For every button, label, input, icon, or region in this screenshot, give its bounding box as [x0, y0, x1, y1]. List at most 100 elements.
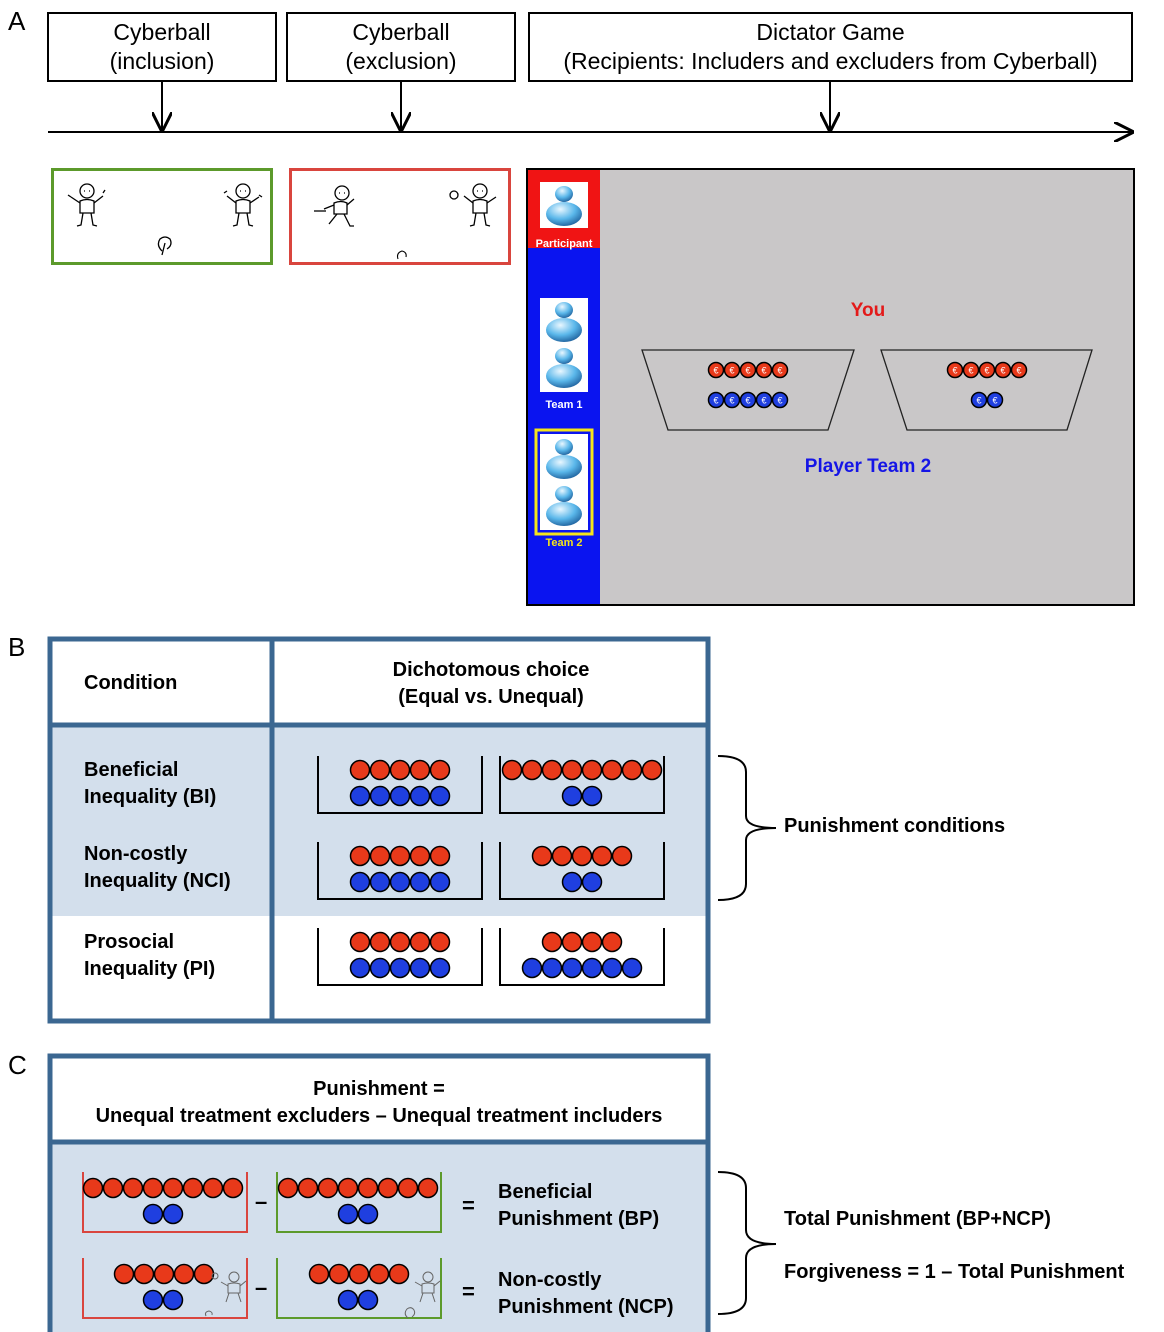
team1-label: Team 1 [545, 399, 583, 411]
excluder-coin-red [182, 1177, 204, 1199]
excluders-bowl [82, 1172, 248, 1233]
includer-coin-red [348, 1263, 370, 1285]
equal-coin-red [389, 931, 411, 953]
unequal-coin-red [601, 931, 623, 953]
equal-coin-red [369, 759, 391, 781]
team1-avatar-top [546, 302, 582, 342]
unequal-coin-blue [561, 785, 583, 807]
game-coin-red-player-symbol: € [952, 366, 957, 376]
timeline-box-inclusion-title: Cyberball [113, 19, 211, 45]
unequal-coin-red [591, 845, 613, 867]
includer-coin-red [417, 1177, 439, 1199]
includer-coin-red [388, 1263, 410, 1285]
unequal-option-bowl [499, 842, 665, 900]
game-coin-blue-player [986, 391, 1004, 409]
excluder-figure-small [204, 1271, 247, 1317]
unequal-coin-blue [601, 957, 623, 979]
game-coin-blue-you [739, 391, 757, 409]
timeline-box-exclusion: Cyberball (exclusion) [286, 12, 516, 82]
player-figure-left [67, 183, 106, 227]
equal-coin-blue [349, 871, 371, 893]
cyberball-exclusion-figures [314, 183, 497, 260]
game-coin-red-you [739, 361, 757, 379]
table-b-bowls [317, 756, 665, 986]
excluder-coin-red [193, 1263, 215, 1285]
condition-nci-line1: Non-costly [84, 843, 188, 865]
unequal-coin-red [541, 759, 563, 781]
game-coin-blue-you [723, 391, 741, 409]
unequal-coin-red [541, 931, 563, 953]
bp-line2: Punishment (BP) [498, 1208, 660, 1230]
equal-coin-blue [349, 785, 371, 807]
excluder-coin-blue [162, 1203, 184, 1225]
includer-coin-red [317, 1177, 339, 1199]
unequal-coin-red [561, 931, 583, 953]
unequal-coin-red [521, 759, 543, 781]
equal-coin-blue [409, 871, 431, 893]
equal-coin-blue [389, 957, 411, 979]
equal-coin-blue [409, 957, 431, 979]
player-figure-catching [449, 183, 497, 227]
unequal-coin-red [581, 931, 603, 953]
excluder-coin-red [173, 1263, 195, 1285]
formula-line1: Punishment = [313, 1078, 445, 1100]
excluder-coin-blue [142, 1289, 164, 1311]
punishment-table-graphics [47, 1053, 777, 1332]
bowl-you [641, 349, 855, 431]
equal-coin-red [349, 759, 371, 781]
equal-coin-red [349, 931, 371, 953]
equal-coin-red [429, 931, 451, 953]
equal-coin-blue [389, 785, 411, 807]
cyberball-inclusion-figures [67, 183, 263, 256]
excluder-coin-red [122, 1177, 144, 1199]
equal-coin-red [389, 759, 411, 781]
equal-coin-red [409, 759, 431, 781]
excluder-coin-red [142, 1177, 164, 1199]
cyberball-exclusion-screen [289, 168, 511, 265]
includer-coin-red [337, 1177, 359, 1199]
condition-bi-line1: Beneficial [84, 759, 179, 781]
unequal-coin-blue [561, 957, 583, 979]
unequal-coin-red [601, 759, 623, 781]
unequal-coin-red [501, 759, 523, 781]
equal-coin-blue [349, 957, 371, 979]
game-coin-blue-you [707, 391, 725, 409]
game-coin-blue-you-symbol: € [761, 396, 766, 406]
game-coin-red-you [723, 361, 741, 379]
dictator-game-graphics: €€€€€€€€€€€€€€€€€ [534, 182, 1093, 536]
equal-coin-blue [389, 871, 411, 893]
game-coin-red-player-symbol: € [1016, 366, 1021, 376]
includer-coin-red [368, 1263, 390, 1285]
formula-line2: Unequal treatment excluders – Unequal tr… [95, 1105, 663, 1127]
team2-label: Team 2 [545, 537, 583, 549]
punishment-table-border [47, 1053, 711, 1332]
punishment-conditions-label: Punishment conditions [784, 815, 1006, 837]
includer-coin-red [328, 1263, 350, 1285]
equal-coin-red [409, 845, 431, 867]
game-coin-blue-you [771, 391, 789, 409]
condition-nci: Non-costly Inequality (NCI) [84, 841, 231, 895]
forgiveness-label: Forgiveness = 1 – Total Punishment [784, 1261, 1125, 1283]
panel-label-b: B [8, 632, 26, 662]
conditions-table-graphics [47, 636, 777, 1024]
game-coin-blue-you-symbol: € [729, 396, 734, 406]
excluder-coin-red [102, 1177, 124, 1199]
game-coin-red-you [771, 361, 789, 379]
unequal-option-bowl [499, 928, 665, 986]
cyberball-inclusion-screen [51, 168, 273, 265]
unequal-coin-blue [581, 785, 603, 807]
team1-avatar-bottom [546, 348, 582, 388]
game-coin-red-you [707, 361, 725, 379]
ncp-line2: Punishment (NCP) [498, 1296, 674, 1318]
timeline-box-inclusion-subtitle: (inclusion) [109, 48, 215, 74]
noncostly-punishment-label: Non-costly Punishment (NCP) [498, 1267, 674, 1321]
equal-coin-red [389, 845, 411, 867]
equal-coin-blue [369, 957, 391, 979]
participant-hand [157, 236, 172, 256]
equal-coin-blue [369, 785, 391, 807]
timeline-box-dictator: Dictator Game (Recipients: Includers and… [528, 12, 1133, 82]
game-coin-red-you [755, 361, 773, 379]
game-coin-red-you-symbol: € [745, 366, 750, 376]
team2-avatar-bottom [546, 486, 582, 526]
equal-option-bowl [317, 756, 483, 814]
